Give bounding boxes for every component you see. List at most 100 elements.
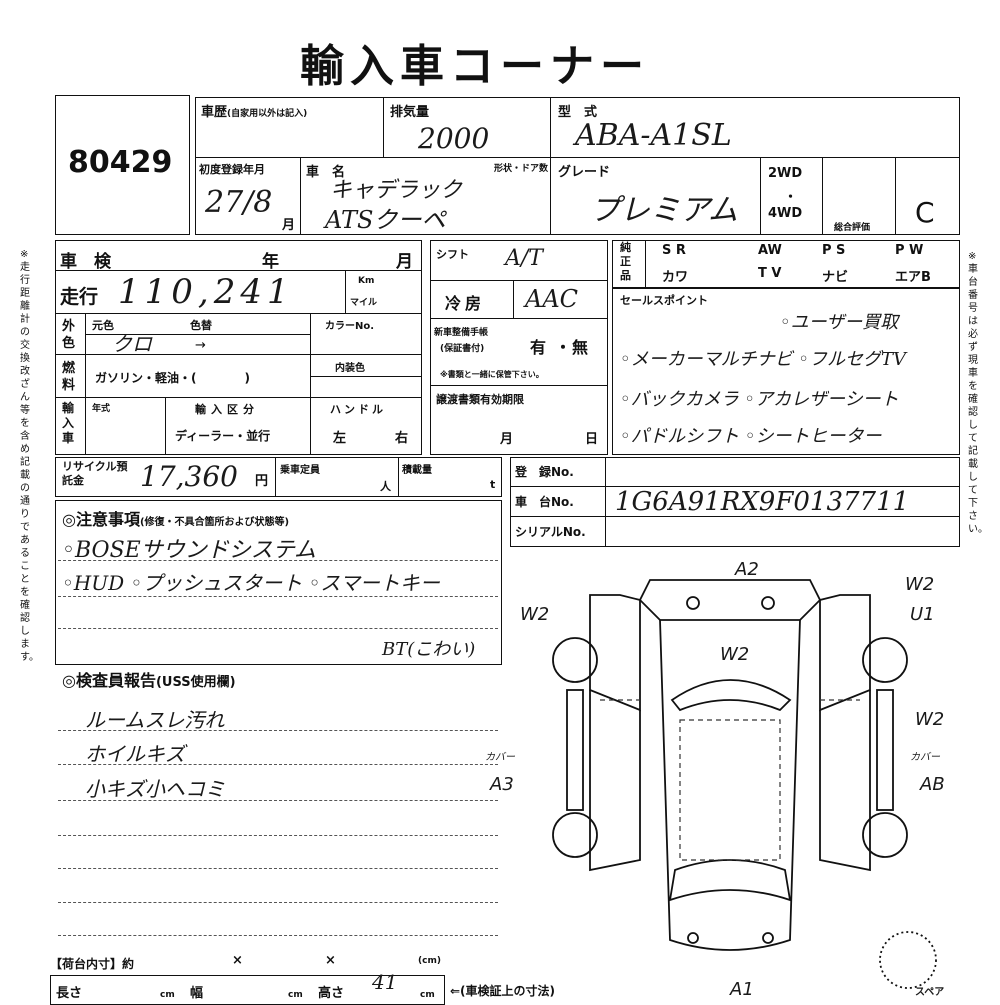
- history-label: 車歴(自家用以外は記入): [201, 105, 308, 120]
- exterior-label: 外色: [62, 319, 76, 351]
- manual-yes: 有: [530, 338, 547, 357]
- mark-cover-left: カバー: [485, 751, 516, 763]
- displacement-value: 2000: [418, 122, 490, 155]
- mark-a3: A3: [489, 774, 514, 795]
- sales-point-3: ◦バックカメラ ◦アカレザーシート: [620, 389, 899, 410]
- sales-point-1: ◦ユーザー買取: [780, 312, 899, 333]
- inspector-line-1: ルームスレ汚れ: [85, 708, 225, 732]
- recycle-label: リサイクル預託金: [62, 460, 128, 487]
- transfer-month: 月: [500, 432, 514, 447]
- import-type-label: 輸入区分: [195, 403, 259, 416]
- sales-point-2: ◦メーカーマルチナビ ◦フルセグTV: [620, 349, 906, 370]
- equipment-pw: P W: [895, 243, 924, 258]
- exterior-original: 元色: [92, 319, 114, 332]
- mark-ab: AB: [919, 774, 945, 795]
- cargo-x1: ×: [232, 953, 243, 968]
- model-code-value: ABA-A1SL: [575, 118, 732, 153]
- recycle-box: [55, 457, 502, 497]
- dimension-height: 高さ: [318, 986, 345, 1001]
- inspector-label: ◎検査員報告(USS使用欄): [62, 671, 236, 690]
- inspection-table: [55, 240, 422, 455]
- mark-w2-left: W2: [520, 604, 549, 625]
- notes-box: [55, 500, 502, 665]
- load-label: 積載量: [402, 465, 432, 476]
- mark-a1: A1: [729, 979, 754, 1000]
- shift-value: A/T: [505, 246, 543, 271]
- inspection-month: 月: [396, 252, 413, 272]
- mark-a2-top: A2: [734, 559, 759, 580]
- notes-line-2: ◦HUD ◦プッシュスタート ◦スマートキー: [62, 571, 440, 595]
- grade-label: グレード: [558, 165, 611, 180]
- notes-extra: BT(こわい): [382, 639, 476, 660]
- mark-cover-right: カバー: [910, 751, 941, 763]
- mark-spare: スペア: [915, 986, 944, 998]
- dimension-length: 長さ: [56, 986, 83, 1001]
- sales-points-box: [612, 288, 960, 455]
- equipment-box: [612, 240, 960, 288]
- notes-label: ◎注意事項(修復・不具合箇所および状態等): [62, 510, 290, 529]
- aircon-label: 冷房: [445, 294, 486, 313]
- color-no-label: カラーNo.: [325, 321, 375, 332]
- import-label: 輸入車: [62, 401, 75, 445]
- evaluation-label: 総合評価: [834, 223, 871, 233]
- exterior-changed: 色替: [190, 319, 212, 332]
- manual-sep: ・: [555, 338, 572, 357]
- inspector-line-3: 小キズ小ヘコミ: [85, 777, 225, 801]
- cargo-label: 【荷台内寸】約: [50, 957, 135, 971]
- cargo-unit: (cm): [418, 956, 441, 966]
- vehicle-info-table: [195, 97, 960, 235]
- transfer-box: [430, 385, 608, 455]
- car-name-line1: キャデラック: [330, 178, 463, 203]
- recycle-unit: 円: [255, 474, 269, 489]
- side-text-left: ※走行距離計の交換改ざん等を含め記載の通りであることを確認します。: [20, 249, 39, 663]
- dimension-length-cm: cm: [160, 990, 175, 1000]
- exterior-value: クロ: [112, 332, 152, 356]
- transfer-day: 日: [585, 432, 599, 447]
- dimension-note: ⇐(車検証上の寸法): [450, 984, 556, 998]
- car-name-label: 車 名: [306, 165, 346, 180]
- recycle-value: 17,360: [140, 460, 238, 493]
- mileage-km: Km: [358, 276, 375, 286]
- sales-points-label: セールスポイント: [620, 294, 708, 307]
- car-name-line2: ATSクーペ: [325, 206, 446, 234]
- manual-note: ※書類と一緒に保管下さい。: [440, 370, 544, 379]
- side-text-right: ※車台番号は必ず現車を確認して記載して下さい。: [968, 251, 988, 535]
- mileage-value: 110,241: [118, 272, 294, 312]
- exterior-arrow: →: [195, 338, 206, 353]
- drive-2wd: 2WD: [768, 166, 803, 181]
- sales-point-4: ◦パドルシフト ◦シートヒーター: [620, 426, 882, 447]
- lot-number-box: [55, 95, 190, 235]
- mark-w2-right-top: W2: [905, 574, 934, 595]
- displacement-label: 排気量: [390, 105, 430, 120]
- equipment-ps: P S: [822, 243, 846, 258]
- mileage-label: 走行: [60, 286, 99, 308]
- inspection-label: 車 検: [60, 252, 111, 272]
- dimension-width: 幅: [190, 986, 204, 1001]
- grade-value: プレミアム: [590, 193, 738, 228]
- mileage-mile: マイル: [350, 298, 378, 308]
- dimension-height-value: 41: [372, 970, 398, 994]
- equipment-leather: カワ: [662, 270, 689, 285]
- cargo-x2: ×: [325, 953, 336, 968]
- fuel-options: ガソリン・軽油・( ): [95, 371, 250, 385]
- equipment-label: 純正品: [620, 241, 631, 282]
- inspection-year: 年: [262, 252, 279, 272]
- drive-4wd: 4WD: [768, 206, 803, 221]
- capacity-unit: 人: [380, 480, 391, 493]
- registration-table: [510, 457, 960, 547]
- capacity-label: 乗車定員: [280, 465, 320, 476]
- chassis-label: 車 台No.: [515, 495, 574, 509]
- load-unit: t: [490, 478, 496, 491]
- model-code-label: 型 式: [558, 105, 598, 120]
- aircon-value: AAC: [525, 285, 579, 313]
- manual-sub: (保証書付): [440, 344, 485, 354]
- handle-left: 左: [333, 431, 347, 446]
- registration-label: 登 録No.: [515, 465, 574, 479]
- equipment-aw: AW: [758, 243, 782, 258]
- equipment-navi: ナビ: [822, 270, 849, 285]
- mark-u1-right: U1: [910, 604, 935, 625]
- manual-no: 無: [572, 338, 589, 357]
- page-title: 輸入車コーナー: [300, 41, 650, 92]
- serial-label: シリアルNo.: [515, 525, 586, 539]
- equipment-tv: T V: [758, 266, 782, 281]
